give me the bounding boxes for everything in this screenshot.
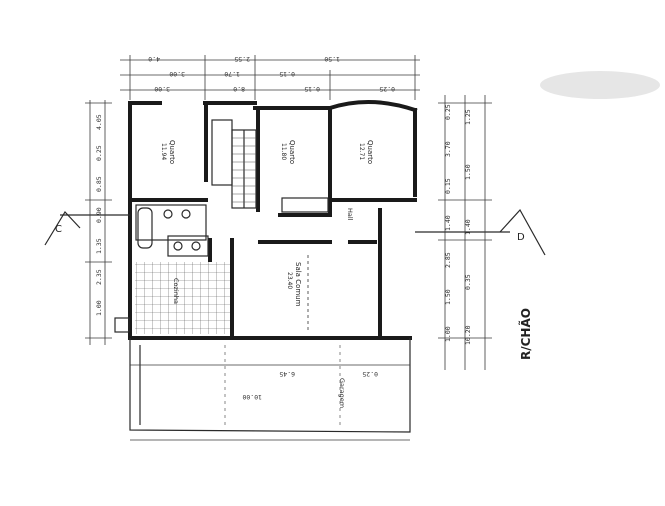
- dimension-label: 0.35: [464, 274, 472, 290]
- section-cut: [44, 208, 546, 256]
- dimension-label: 1.70: [224, 70, 240, 78]
- dimension-label: 6.45: [279, 370, 295, 378]
- dimension-label: 1.00: [444, 326, 452, 342]
- toilet-icon: [181, 209, 191, 219]
- dimension-label: 1.40: [444, 215, 452, 231]
- dimension-label: 1.25: [464, 109, 472, 125]
- dimension-label: 3.70: [444, 141, 452, 157]
- bottom-dimension-lines: [130, 364, 410, 441]
- dimension-label: 8.0: [233, 85, 245, 93]
- dimension-label: 10.20: [464, 325, 472, 345]
- chimney: [114, 317, 130, 333]
- room-quarto-3-area: 12.71: [358, 143, 365, 160]
- dimension-label: 3.00: [154, 85, 170, 93]
- dimension-label: 0.15: [279, 70, 295, 78]
- exterior-walls: [128, 100, 418, 340]
- dimension-label: 0.25: [444, 104, 452, 120]
- dimension-label: 0.90: [95, 207, 103, 223]
- section-mark-d: D: [517, 232, 525, 243]
- staircase: [211, 119, 257, 209]
- dimension-label: 0.15: [444, 178, 452, 194]
- room-quarto-1-area: 11.94: [160, 143, 167, 160]
- dimension-label: 0.25: [362, 370, 378, 378]
- dimension-label: 1.00: [95, 300, 103, 316]
- dimension-label: 0.15: [304, 85, 320, 93]
- dimension-label: 3.00: [169, 70, 185, 78]
- scan-smudge: [540, 71, 660, 99]
- dimension-label: 4.05: [95, 114, 103, 130]
- room-cozinha-name: Cozinha: [172, 278, 180, 304]
- interior-walls: [130, 101, 417, 340]
- bathtub-icon: [137, 207, 153, 249]
- top-dimension-lines: [120, 55, 420, 100]
- dimension-label: 10.00: [242, 393, 262, 401]
- dimension-label: 0.25: [95, 145, 103, 161]
- dimension-label: 4.0: [148, 55, 160, 63]
- left-dimension-lines: [85, 100, 112, 345]
- dimension-label: 2.35: [95, 269, 103, 285]
- room-hall-name: Hall: [346, 208, 354, 221]
- room-sala-name: Sala Comum: [294, 262, 302, 307]
- closet: [281, 197, 329, 213]
- room-quarto-1-name: Quarto: [168, 140, 176, 164]
- dimension-label: 0.25: [379, 85, 395, 93]
- stove-icon: [167, 235, 209, 257]
- room-quarto-2-name: Quarto: [288, 140, 296, 164]
- room-sala-area: 23.40: [286, 272, 293, 289]
- kitchen: [135, 235, 230, 334]
- dimension-label: 2.85: [444, 252, 452, 268]
- floor-label: R/CHÃO: [518, 308, 533, 360]
- dimension-label: 1.50: [324, 55, 340, 63]
- dimension-label: 1.35: [95, 238, 103, 254]
- dimension-label: 1.40: [464, 219, 472, 235]
- sink-icon: [163, 209, 173, 219]
- room-quarto-2-area: 11.80: [280, 143, 287, 160]
- dimension-labels: 4.0 2.55 1.50 3.00 1.70 0.15 3.00 8.0 0.15 0.25 0.…: [95, 55, 472, 401]
- bathroom: [135, 204, 207, 249]
- garage-outline: [129, 338, 411, 433]
- dimension-label: 2.55: [234, 55, 250, 63]
- dimension-label: 0.85: [95, 176, 103, 192]
- room-quarto-3-name: Quarto: [366, 140, 374, 164]
- dimension-label: 1.50: [464, 164, 472, 180]
- right-dimension-lines: [438, 95, 492, 370]
- dimension-label: 1.50: [444, 289, 452, 305]
- section-mark-c: C: [55, 224, 62, 235]
- room-garagem-name: Garagem: [338, 378, 346, 408]
